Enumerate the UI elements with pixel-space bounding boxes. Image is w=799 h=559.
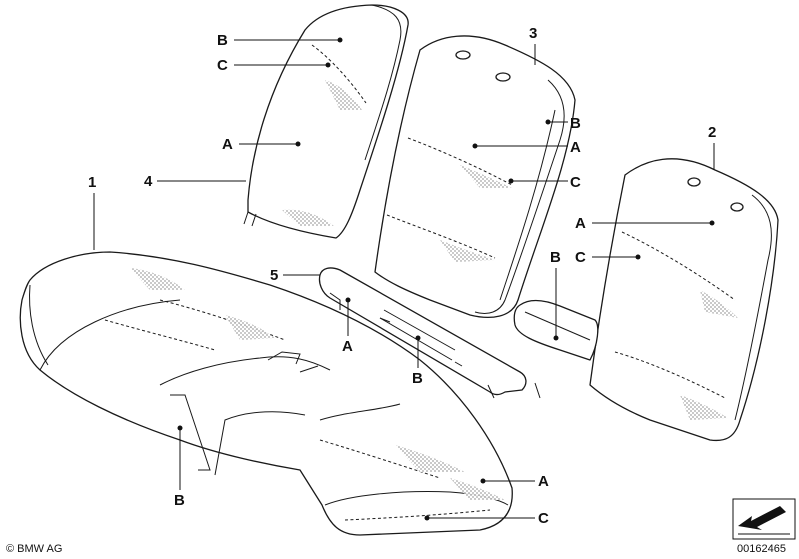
part1-callout-a: A xyxy=(480,473,549,490)
letter-a: A xyxy=(538,473,549,490)
callout-2: 2 xyxy=(708,124,716,170)
letter-c: C xyxy=(538,510,549,527)
part-4-side-bolster xyxy=(243,4,409,239)
part-1-seat-cushion xyxy=(19,251,513,536)
letter-a: A xyxy=(570,139,581,156)
callout-number-3: 3 xyxy=(529,25,537,42)
part5-callout-b: B xyxy=(412,335,423,387)
orientation-arrow-icon xyxy=(732,498,796,540)
part4-callout-c: C xyxy=(217,57,331,74)
part3-callout-c: C xyxy=(508,174,581,191)
letter-b: B xyxy=(550,249,561,266)
callout-number-5: 5 xyxy=(270,267,278,284)
side-trim-callout-b: B xyxy=(550,249,561,341)
part2-callout-a: A xyxy=(575,215,715,232)
part1-callout-c: C xyxy=(424,510,549,527)
letter-c: C xyxy=(570,174,581,191)
letter-a: A xyxy=(342,338,353,355)
callout-number-1: 1 xyxy=(88,174,96,191)
part-2-backrest xyxy=(589,158,779,442)
part4-callout-a: A xyxy=(222,136,301,153)
callout-number-4: 4 xyxy=(144,173,153,190)
part5-callout-a: A xyxy=(342,297,353,355)
part1-callout-b: B xyxy=(174,425,185,509)
part-5-center-strip xyxy=(318,267,541,399)
callout-number-2: 2 xyxy=(708,124,716,141)
part4-callout-b: B xyxy=(217,32,343,49)
part2-callout-c: C xyxy=(575,249,641,266)
letter-a: A xyxy=(222,136,233,153)
part3-callout-b: B xyxy=(545,115,581,132)
letter-b: B xyxy=(570,115,581,132)
diagram-id: 00162465 xyxy=(737,543,786,555)
letter-c: C xyxy=(575,249,586,266)
callout-5: 5 xyxy=(270,267,320,284)
letter-b: B xyxy=(174,492,185,509)
letter-c: C xyxy=(217,57,228,74)
callout-1: 1 xyxy=(88,174,96,250)
letter-b: B xyxy=(217,32,228,49)
letter-b: B xyxy=(412,370,423,387)
copyright-text: © BMW AG xyxy=(6,543,62,555)
letter-a: A xyxy=(575,215,586,232)
part-3-backrest xyxy=(374,35,576,318)
callout-3: 3 xyxy=(529,25,537,65)
part3-callout-a: A xyxy=(472,139,581,156)
callout-4: 4 xyxy=(144,173,246,190)
